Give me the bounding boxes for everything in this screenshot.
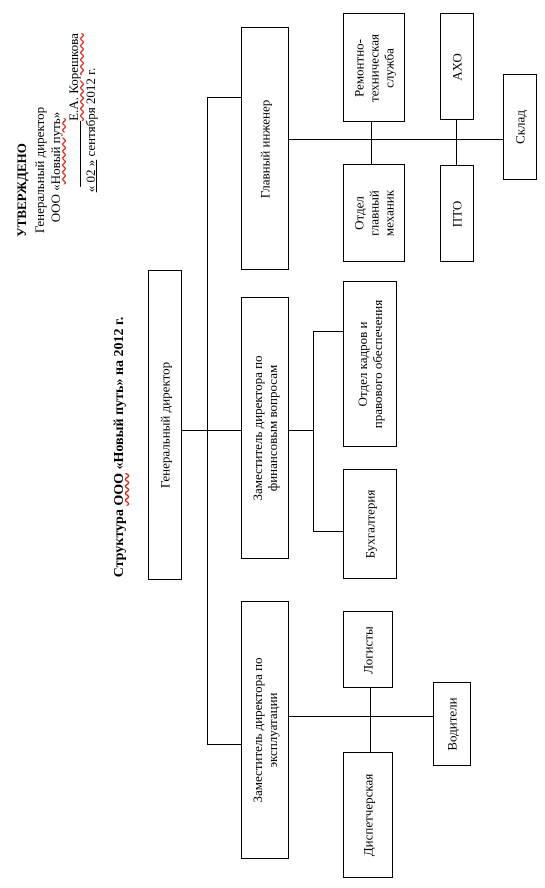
deputy-finance-label: Заместитель директора по финансовым вопр…: [250, 355, 280, 500]
hr-legal-label: Отдел кадров и правового обеспечения: [355, 300, 385, 429]
approval-heading: УТВЕРЖДЕНО: [14, 143, 29, 237]
date-day: « 02 »: [83, 159, 98, 193]
box-dispatch: Диспетчерская: [343, 752, 393, 878]
approval-position-text: Генеральный директор: [32, 106, 47, 234]
chief-mechanic-label: Отдел главный механик: [352, 190, 397, 236]
drivers-label: Водители: [445, 697, 460, 750]
label-line: Логисты: [360, 625, 376, 674]
label-line: эксплуатации: [265, 692, 280, 768]
signature-line: [68, 120, 81, 187]
title-prefix: Структура: [112, 505, 127, 578]
pto-aho-link: [456, 120, 457, 165]
logistics-label: Логисты: [361, 626, 376, 673]
label-line: Отдел: [351, 196, 367, 230]
box-general-director: Генеральный директор: [148, 270, 182, 580]
box-drivers: Водители: [433, 682, 471, 766]
label-line: Ремонтно-: [351, 38, 367, 97]
box-pto: ПТО: [440, 165, 474, 262]
company-name: Новый путь: [48, 118, 63, 185]
label-line: Генеральный директор: [157, 361, 173, 489]
pto-label: ПТО: [450, 200, 465, 227]
title-suffix: «Новый путь» на 2012 г.: [112, 316, 127, 473]
box-chief-engineer: Главный инженер: [241, 27, 289, 270]
box-warehouse: Склад: [503, 74, 537, 180]
label-line: Заместитель директора по: [250, 657, 265, 803]
box-deputy-operations: Заместитель директора по эксплуатации: [241, 601, 289, 859]
label-line: Бухгалтерия: [362, 489, 378, 559]
dispatch-logistics-link: [370, 688, 371, 752]
label-line: служба: [381, 47, 397, 88]
signature-name: Е.А. Корешкова: [66, 33, 81, 121]
spine-line: [207, 97, 208, 744]
company-suffix: »: [48, 111, 63, 119]
spine-to-chief: [207, 97, 241, 98]
label-line: правового обеспечения: [370, 299, 385, 429]
label-line: Склад: [512, 110, 528, 144]
repair-service-label: Ремонтно- техническая служба: [352, 34, 397, 102]
finance-to-branch: [289, 430, 313, 431]
dispatch-label: Диспетчерская: [361, 774, 376, 856]
box-aho: АХО: [440, 13, 474, 120]
chief-engineer-label: Главный инженер: [258, 99, 273, 198]
gd-to-spine: [182, 430, 207, 431]
general-director-label: Генеральный директор: [158, 362, 173, 488]
deputy-operations-label: Заместитель директора по эксплуатации: [250, 657, 280, 802]
accounting-label: Бухгалтерия: [363, 490, 378, 559]
label-line: ПТО: [449, 200, 465, 227]
label-line: финансовым вопросам: [265, 364, 280, 492]
branch-to-accounting: [313, 531, 343, 532]
box-deputy-finance: Заместитель директора по финансовым вопр…: [241, 297, 289, 559]
label-line: Главный инженер: [257, 99, 273, 198]
label-line: АХО: [449, 52, 465, 81]
approval-company: ООО «Новый путь»: [48, 111, 63, 223]
box-chief-mechanic: Отдел главный механик: [343, 164, 405, 262]
approval-heading-text: УТВЕРЖДЕНО: [14, 143, 29, 237]
label-line: Диспетчерская: [360, 773, 376, 857]
page-title: Структура ООО «Новый путь» на 2012 г.: [112, 316, 127, 578]
spine-to-operations: [207, 744, 241, 745]
approval-date: « 02 » сентября 2012 г.: [83, 67, 98, 193]
box-hr-legal: Отдел кадров и правового обеспечения: [343, 281, 397, 447]
label-line: техническая: [366, 33, 382, 102]
title-org: ООО: [112, 473, 127, 506]
finance-branch: [313, 331, 314, 531]
operations-branch: [289, 716, 433, 717]
branch-to-hr: [313, 331, 343, 332]
approval-signature: Е.А. Корешкова: [66, 33, 81, 187]
label-line: Заместитель директора по: [250, 355, 265, 501]
label-line: главный: [366, 190, 382, 236]
box-logistics: Логисты: [343, 611, 393, 688]
label-line: Водители: [444, 697, 460, 751]
warehouse-label: Склад: [513, 110, 528, 144]
box-accounting: Бухгалтерия: [343, 469, 397, 579]
aho-label: АХО: [450, 53, 465, 81]
box-repair-service: Ремонтно- техническая служба: [343, 13, 405, 122]
label-line: Отдел кадров и: [355, 321, 370, 407]
date-rest: сентября 2012 г.: [83, 67, 98, 157]
approval-position: Генеральный директор: [32, 106, 47, 234]
chief-branch: [289, 139, 503, 140]
spine-to-finance: [207, 430, 241, 431]
label-line: механик: [381, 189, 397, 237]
chief-mechanic-link: [371, 122, 372, 164]
company-prefix: ООО «: [48, 184, 63, 223]
